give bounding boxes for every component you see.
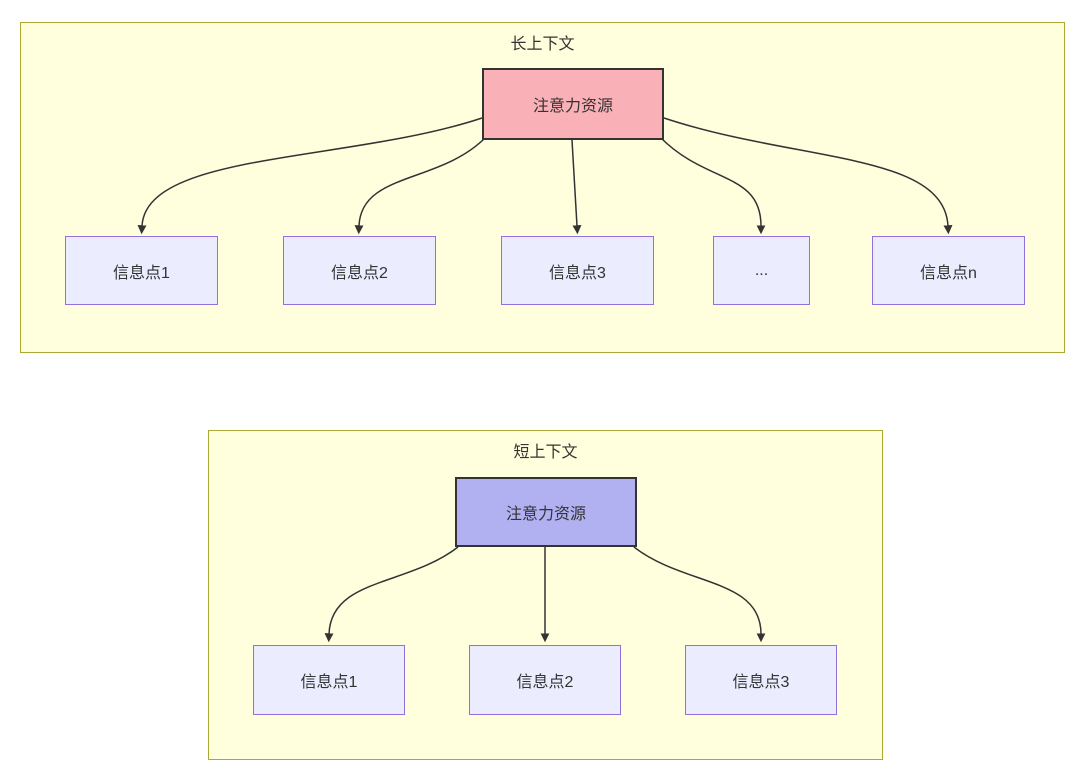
- attention-node-short: 注意力资源: [455, 477, 637, 547]
- long-context-title: 长上下文: [510, 36, 575, 53]
- info-node-long-3: 信息点3: [501, 236, 654, 305]
- edge-long-attn-to-info1: [137, 117, 483, 235]
- info-node-long-1: 信息点1: [65, 236, 218, 305]
- short-context-title: 短上下文: [513, 444, 578, 461]
- edge-short-attn-to-info1: [324, 546, 459, 643]
- info-node-short-3: 信息点3: [685, 645, 837, 715]
- info-node-short-1: 信息点1: [253, 645, 405, 715]
- attention-node-long: 注意力资源: [482, 68, 664, 140]
- info-node-long-ellipsis: ...: [713, 236, 810, 305]
- edge-long-attn-to-info3: [571, 139, 582, 235]
- edge-short-attn-to-info3: [633, 546, 766, 643]
- info-node-short-2: 信息点2: [469, 645, 621, 715]
- edge-long-attn-to-ellipsis: [659, 136, 766, 235]
- info-node-long-2: 信息点2: [283, 236, 436, 305]
- info-node-long-n: 信息点n: [872, 236, 1025, 305]
- edge-long-attn-to-info2: [354, 136, 487, 235]
- edge-long-attn-to-infon: [663, 117, 953, 235]
